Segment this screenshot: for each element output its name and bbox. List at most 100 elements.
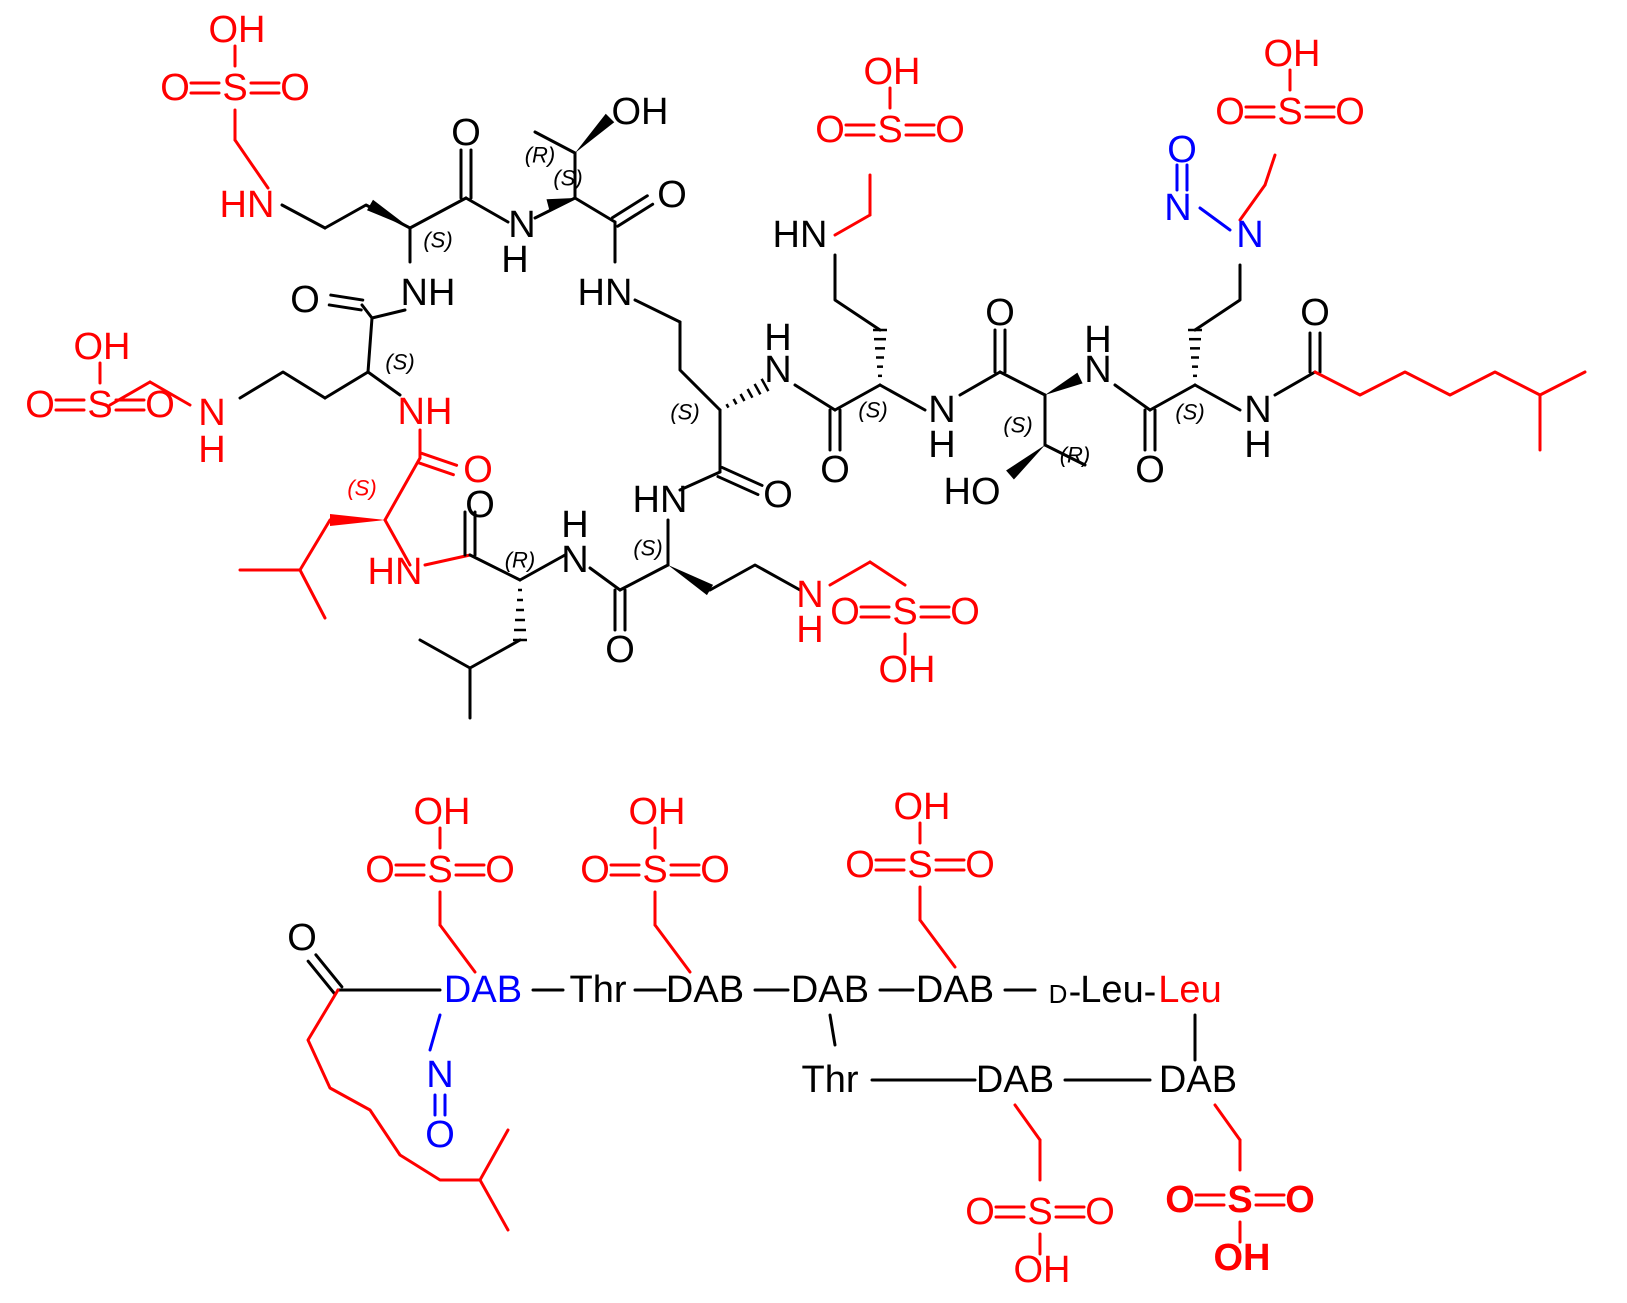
atom-label: O [763,474,793,516]
sulfur-atom: S [1227,1179,1252,1221]
bond-chain [678,320,722,412]
oxo-label: O [1285,1179,1315,1221]
atom-label: O [425,1114,455,1156]
hydroxyl-label: OH [864,51,921,93]
stereo-label: (S) [1175,400,1204,425]
bond [653,923,692,974]
stereo-label: (S) [385,350,414,375]
atom-label: HN [633,479,688,521]
bond [998,370,1047,397]
bond [633,298,682,324]
atom-label: N [1236,214,1263,256]
atom-label: O [287,917,317,959]
bond-chain [1193,263,1242,332]
wedge-bond [1006,445,1045,480]
atom-label: N [1164,187,1191,229]
wedge-bond [668,565,714,596]
bond [833,213,872,237]
sulfur-atom: S [222,67,247,109]
hydroxyl-label: OH [1264,33,1321,75]
bond [868,560,907,587]
bond-chain [306,988,510,1232]
atom-label: O [465,484,495,526]
oxo-label: O [965,844,995,886]
oxo-label: O [160,67,190,109]
residue-label: DAB [1159,1059,1237,1101]
atom-label: OH [612,91,669,133]
bond [468,553,522,582]
atom-label: N [508,204,535,246]
stereo-label: (R) [505,548,536,573]
atom-label: O [451,112,481,154]
atom-label: HN [773,214,828,256]
oxo-label: O [950,591,980,633]
atom-label: H [796,609,823,651]
sulfur-atom: S [907,844,932,886]
double-bond [314,953,344,989]
hydroxyl-label: OH [894,786,951,828]
oxo-label: O [1215,91,1245,133]
atom-label: O [657,174,687,216]
oxo-label: O [1335,91,1365,133]
double-bond [610,194,649,220]
double-bond [616,202,655,228]
stereo-label: (S) [670,400,699,425]
oxo-label: O [485,849,515,891]
bond [1213,1103,1242,1142]
stereo-label: (S) [858,398,887,423]
residue-label: Leu [1158,969,1221,1011]
atom-label: N [198,392,225,434]
bond [588,566,622,592]
atom-label: HN [368,551,423,593]
atom-label: N [764,349,791,391]
sulfur-atom: S [642,849,667,891]
atom-label: O [605,629,635,671]
atom-label: H [561,504,588,546]
atom-label: HO [944,471,1001,513]
bond [1238,183,1267,222]
bond [793,383,837,412]
wedge-bond [330,514,385,526]
stereo-label: (S) [347,476,376,501]
atom-label: O [1135,449,1165,491]
hashed-bond [1188,328,1202,378]
atom-label: N [928,389,955,431]
bond [360,303,374,320]
bond [1148,383,1197,412]
bond [1193,383,1242,412]
hashed-bond [725,378,770,409]
bond [518,553,567,582]
atom-label: HN [220,184,275,226]
hydroxyl-label: OH [414,791,471,833]
atom-label: N [426,1054,453,1096]
bond [678,470,722,492]
atom-label: NH [398,391,453,433]
atom-label: H [1084,319,1111,361]
bond [383,518,412,567]
oxo-label: O [830,591,860,633]
hydroxyl-label: OH [1014,1249,1071,1291]
stereo-label: (S) [423,228,452,253]
bond-chain [468,638,522,720]
bond-chain [238,370,327,400]
dash-label: - [1144,971,1157,1013]
oxo-label: O [580,849,610,891]
residue-label: DAB [444,969,522,1011]
bond [280,203,327,230]
bond [408,196,468,230]
residue-label: Leu [1080,969,1143,1011]
double-bond [327,303,363,312]
bond [1013,1103,1042,1142]
hydroxyl-label: OH [879,649,936,691]
stereo-label: (S) [1003,413,1032,438]
bond [573,196,617,224]
bond [1113,383,1152,412]
oxo-label: O [280,67,310,109]
bond [148,380,192,407]
bond [918,918,957,969]
bond [618,563,670,592]
residue-label: Thr [570,969,627,1011]
bond-chain [1313,370,1587,397]
bond [233,138,270,190]
